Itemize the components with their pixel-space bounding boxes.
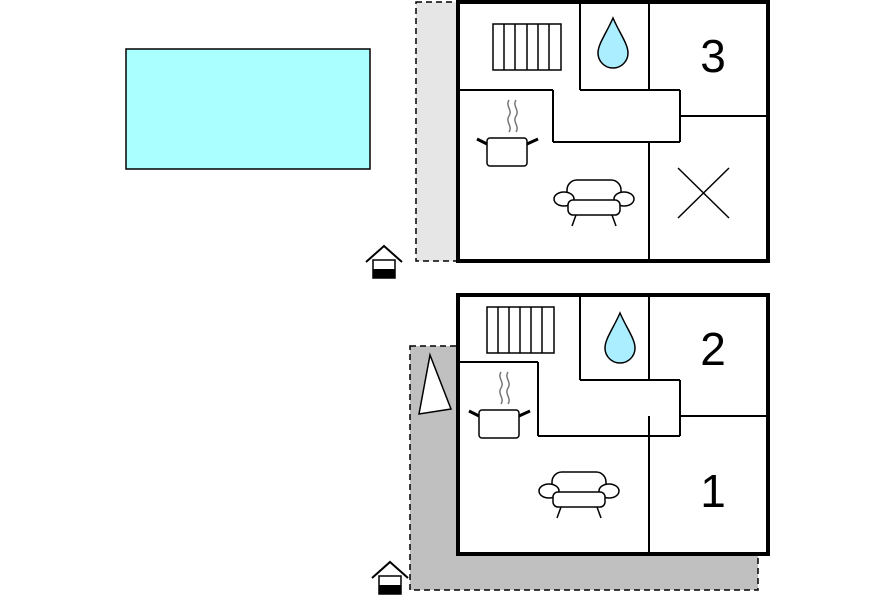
lower-interior-walls bbox=[458, 295, 768, 554]
upper-unit: 3 bbox=[365, 0, 770, 279]
sofa-icon bbox=[538, 471, 620, 519]
swimming-pool bbox=[125, 48, 371, 170]
house-entrance-icon bbox=[371, 560, 409, 595]
house-entrance-icon bbox=[365, 244, 403, 279]
water-drop-icon bbox=[604, 311, 636, 364]
radiator-icon bbox=[492, 23, 562, 71]
room-number-2: 2 bbox=[700, 323, 726, 375]
room-number-1: 1 bbox=[700, 465, 726, 517]
lower-unit: 2 1 bbox=[371, 293, 770, 595]
room-number-3: 3 bbox=[700, 30, 726, 82]
radiator-icon bbox=[486, 306, 555, 354]
cooking-pot-icon bbox=[476, 99, 539, 167]
upper-interior-walls bbox=[458, 2, 768, 261]
cross-icon bbox=[677, 167, 730, 219]
water-drop-icon bbox=[597, 16, 629, 69]
tree-icon bbox=[418, 352, 453, 415]
sofa-icon bbox=[553, 179, 635, 227]
terrace-upper bbox=[415, 1, 459, 262]
cooking-pot-icon bbox=[468, 371, 531, 439]
